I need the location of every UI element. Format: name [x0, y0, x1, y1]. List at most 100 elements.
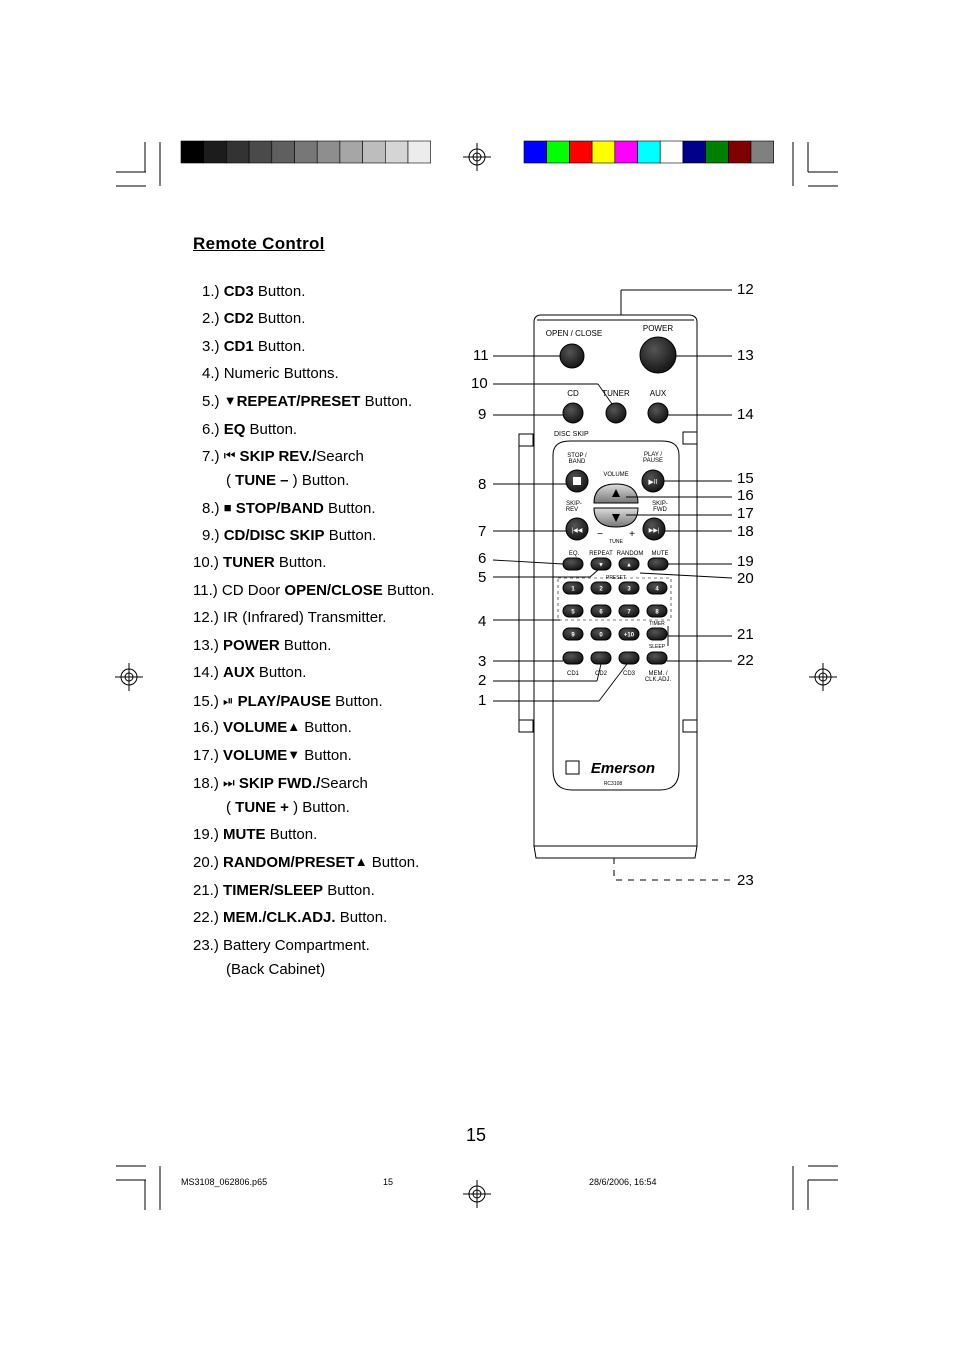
numeric-label: 8	[655, 610, 659, 616]
list-item: 9.) CD/DISC SKIP Button.	[202, 526, 376, 546]
skip-fwd-button[interactable]	[642, 517, 666, 541]
stop-icon	[573, 477, 581, 485]
cd1-label: CD1	[567, 671, 580, 677]
page-number: 15	[466, 1125, 487, 1145]
cd3-button[interactable]	[618, 651, 640, 665]
item-text: Button.	[382, 582, 435, 599]
numeric-button[interactable]	[618, 604, 640, 618]
list-item-continuation: ( TUNE – ) Button.	[226, 471, 349, 491]
item-bold: OPEN/CLOSE	[284, 582, 383, 599]
item-text: Button.	[360, 393, 413, 410]
numeric-button[interactable]	[562, 581, 584, 595]
random-button[interactable]	[618, 557, 640, 571]
callout-number: 21	[737, 626, 754, 643]
item-glyph-icon: ■	[223, 500, 232, 515]
skip-rev-label: SKIP-	[566, 501, 582, 507]
item-number: 20.)	[193, 854, 219, 871]
item-bold: CD/DISC SKIP	[223, 527, 325, 544]
numeric-button[interactable]	[590, 627, 612, 641]
mute-button[interactable]	[647, 557, 669, 571]
list-item: 12.) IR (Infrared) Transmitter.	[193, 608, 386, 628]
item-number: 14.)	[193, 664, 219, 681]
numeric-button[interactable]	[562, 604, 584, 618]
item-bold: PLAY/PAUSE	[233, 693, 331, 710]
numeric-label: 0	[599, 633, 603, 639]
callout-number: 11	[473, 347, 489, 364]
mem-clk-label: CLK.ADJ.	[645, 677, 672, 683]
leader-line	[589, 569, 599, 578]
power-button[interactable]	[639, 336, 677, 374]
aux-button[interactable]	[647, 402, 669, 424]
item-bold: TUNE –	[235, 472, 289, 489]
callout-number: 2	[478, 672, 487, 689]
item-number: 10.)	[193, 554, 219, 571]
item-bold: POWER	[223, 637, 280, 654]
item-text: CD Door	[221, 582, 285, 599]
list-item: 17.) VOLUME ▼ Button.	[193, 746, 352, 766]
aux-label: AUX	[650, 389, 667, 398]
open-close-button[interactable]	[559, 343, 585, 369]
skip-fwd-label: FWD	[653, 507, 667, 513]
item-text: Button.	[253, 310, 306, 327]
numeric-button[interactable]	[646, 604, 668, 618]
numeric-button[interactable]	[618, 581, 640, 595]
list-item-continuation: ( TUNE + ) Button.	[226, 798, 350, 818]
numeric-button[interactable]	[590, 581, 612, 595]
callout-number: 10	[471, 375, 488, 392]
item-glyph-icon: ⏯	[223, 693, 234, 708]
cd2-button[interactable]	[590, 651, 612, 665]
skip-rev-button[interactable]	[565, 517, 589, 541]
numeric-button[interactable]	[590, 604, 612, 618]
preset-label: PRESET	[606, 575, 626, 581]
numeric-button[interactable]	[646, 581, 668, 595]
footer-page: 15	[383, 1177, 394, 1187]
item-text: Button.	[300, 747, 352, 764]
item-bold: EQ	[223, 421, 246, 438]
skip-fwd-icon: ▶▶|	[649, 528, 660, 534]
item-arrow-icon: ▲	[354, 854, 368, 869]
up-arrow-icon	[612, 489, 620, 497]
item-text: Button.	[323, 500, 376, 517]
list-item: 19.) MUTE Button.	[193, 825, 317, 845]
callout-number: 20	[737, 570, 754, 587]
callout-number: 17	[737, 505, 754, 522]
item-number: 8.)	[202, 500, 220, 517]
numeric-label: 6	[599, 610, 603, 616]
list-item: 7.) ⏮ SKIP REV./Search	[202, 447, 364, 467]
item-number: 23.)	[193, 937, 219, 954]
eq-button[interactable]	[562, 557, 584, 571]
list-item: 6.) EQ Button.	[202, 420, 297, 440]
numeric-button[interactable]	[618, 627, 640, 641]
list-item: 14.) AUX Button.	[193, 663, 306, 683]
tune-label: TUNE	[609, 539, 623, 545]
stop-band-label: STOP /	[567, 453, 587, 459]
cd1-button[interactable]	[562, 651, 584, 665]
item-bold: CD1	[223, 338, 254, 355]
item-number: 5.)	[202, 393, 220, 410]
list-item: 21.) TIMER/SLEEP Button.	[193, 881, 375, 901]
leader-line	[598, 663, 628, 702]
random-label: RANDOM	[617, 551, 644, 557]
power-label: POWER	[643, 324, 673, 333]
callout-number: 16	[737, 487, 754, 504]
brand-name: Emerson	[591, 760, 655, 777]
leader-line	[597, 383, 613, 405]
skip-rev-label: REV	[566, 507, 578, 513]
timer-sleep-button[interactable]	[646, 627, 668, 641]
list-item: 13.) POWER Button.	[193, 636, 331, 656]
mem-clk-button[interactable]	[646, 651, 668, 665]
repeat-button[interactable]	[590, 557, 612, 571]
numeric-label: +10	[624, 633, 635, 639]
list-item: 22.) MEM./CLK.ADJ. Button.	[193, 908, 387, 928]
item-text: Button.	[279, 637, 332, 654]
tuner-button[interactable]	[605, 402, 627, 424]
numeric-button[interactable]	[562, 627, 584, 641]
emerson-logo-icon	[565, 760, 580, 775]
callout-leader-lines	[492, 355, 733, 702]
callout-number: 19	[737, 553, 754, 570]
item-number: 3.)	[202, 338, 220, 355]
list-item: 10.) TUNER Button.	[193, 553, 326, 573]
cd-button[interactable]	[562, 402, 584, 424]
item-glyph-icon: ▼	[223, 393, 237, 408]
list-item-continuation: (Back Cabinet)	[226, 960, 325, 980]
